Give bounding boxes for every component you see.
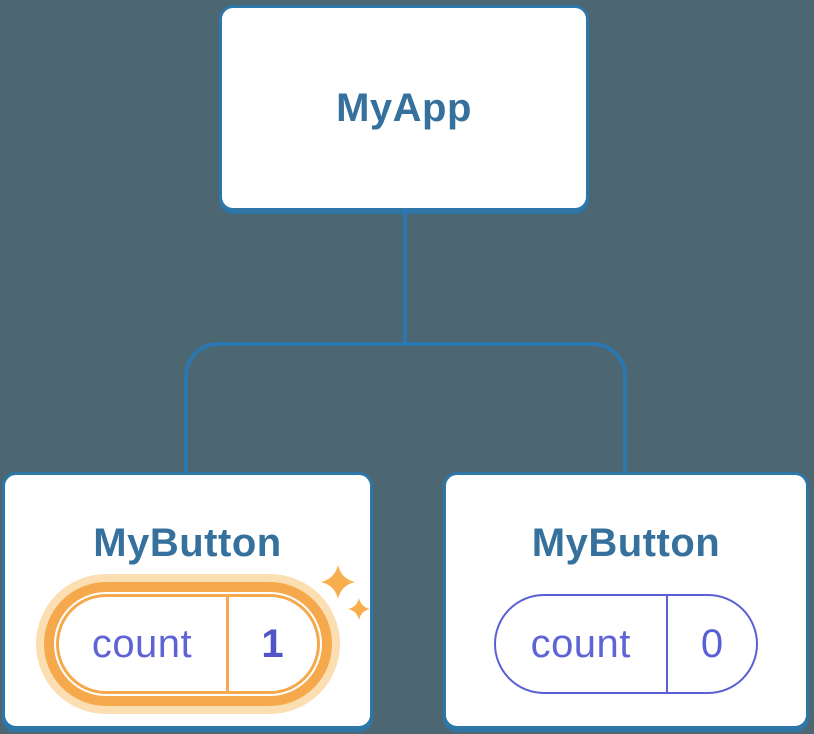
state-pill-divider — [225, 597, 229, 691]
state-value: 1 — [261, 621, 284, 666]
tree-connector-stem — [403, 208, 407, 346]
component-node-mybutton-1: MyButton count 1 — [2, 472, 373, 729]
component-name-mybutton-2: MyButton — [531, 521, 721, 565]
component-name-mybutton-1: MyButton — [93, 521, 282, 565]
state-value: 0 — [700, 621, 724, 666]
state-pill-normal: count 0 — [494, 594, 758, 694]
component-name-myapp: MyApp — [336, 86, 472, 130]
state-key-label: count — [530, 621, 631, 666]
component-node-myapp: MyApp — [219, 5, 589, 211]
state-pill-divider — [665, 596, 668, 692]
tree-connector-branch — [184, 342, 627, 477]
state-key-label: count — [91, 621, 193, 666]
state-pill-highlighted: count 1 — [55, 594, 320, 694]
component-node-mybutton-2: MyButton count 0 — [443, 472, 809, 729]
sparkle-icon — [321, 565, 370, 620]
